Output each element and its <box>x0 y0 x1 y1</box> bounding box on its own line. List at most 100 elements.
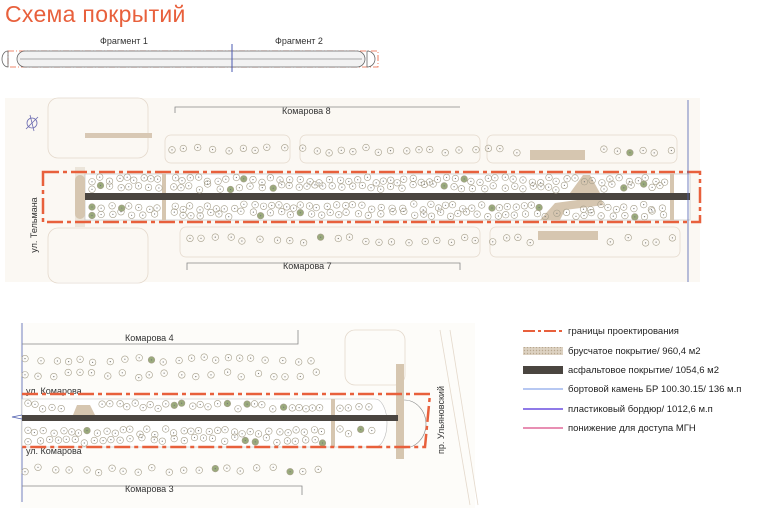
tree-center <box>33 431 36 434</box>
tree-icon <box>216 185 224 193</box>
tree-center <box>203 356 205 358</box>
tree-icon <box>126 425 134 433</box>
tree-center <box>637 180 640 182</box>
tree-icon <box>300 428 308 436</box>
tree-center <box>623 206 625 208</box>
tree-icon <box>170 429 178 437</box>
tree-center <box>662 214 665 216</box>
tree-center <box>582 208 585 210</box>
tree-icon <box>196 400 204 409</box>
tree-center <box>315 371 317 373</box>
tree-center <box>188 185 190 187</box>
tree-center <box>341 186 343 188</box>
tree-center <box>120 187 122 189</box>
tree-icon <box>409 174 417 182</box>
tree-center <box>651 210 653 212</box>
tree-icon <box>450 183 458 191</box>
tree-center <box>244 439 246 442</box>
line-icon <box>523 408 563 410</box>
tree-icon <box>207 208 215 217</box>
tree-icon <box>311 436 319 444</box>
tree-center <box>63 430 65 432</box>
tree-icon <box>128 211 136 219</box>
tree-center <box>609 178 611 180</box>
tree-icon <box>621 211 629 220</box>
tree-icon <box>580 178 589 186</box>
tree-icon <box>220 205 228 213</box>
tree-icon <box>283 437 292 445</box>
tree-center <box>548 186 550 188</box>
asphalt-path <box>22 415 398 421</box>
tree-center <box>182 147 184 150</box>
tree-icon <box>76 355 84 363</box>
tree-icon <box>260 202 268 210</box>
tree-center <box>540 182 542 184</box>
tree-center <box>289 179 291 181</box>
tree-center <box>98 472 100 474</box>
tree-center <box>555 189 557 191</box>
tree-icon <box>21 468 29 476</box>
tree-icon <box>178 177 186 185</box>
tree-center <box>555 180 557 182</box>
tree-center <box>57 439 60 441</box>
tree-center <box>119 403 121 405</box>
tree-icon <box>393 179 401 187</box>
tree-icon <box>246 182 254 190</box>
tree-center <box>240 210 242 212</box>
tree-center <box>91 206 93 208</box>
fragment-2-label[interactable]: Фрагмент 2 <box>275 36 323 46</box>
tree-center <box>316 150 318 152</box>
tree-center <box>34 403 36 405</box>
tree-center <box>504 176 506 178</box>
tree-center <box>263 205 265 207</box>
tree-icon <box>105 177 114 185</box>
tree-center <box>249 431 251 433</box>
tree-icon <box>572 212 580 220</box>
tree-icon <box>196 206 204 214</box>
tree-center <box>91 188 93 190</box>
tree-center <box>149 404 151 406</box>
tree-center <box>253 403 256 405</box>
tree-icon <box>74 429 83 437</box>
tree-center <box>55 469 57 471</box>
tree-center <box>337 237 339 240</box>
tree-icon <box>187 427 195 435</box>
tree-center <box>289 471 291 473</box>
tree-icon <box>175 356 183 365</box>
tree-icon <box>286 211 295 219</box>
tree-icon <box>545 173 553 182</box>
tree-center <box>254 149 256 151</box>
tree-center <box>320 236 322 238</box>
design-boundary <box>41 170 702 224</box>
tree-center <box>484 188 486 190</box>
tree-center <box>444 204 447 206</box>
tree-icon <box>354 176 362 184</box>
tree-center <box>259 238 261 240</box>
tree-center <box>642 149 644 152</box>
tree-center <box>544 215 546 218</box>
fragment-1-label[interactable]: Фрагмент 1 <box>100 36 148 46</box>
tree-icon <box>146 400 154 409</box>
tree-center <box>239 357 241 359</box>
tree-icon <box>235 184 243 192</box>
tree-center <box>211 437 214 439</box>
tree-icon <box>639 146 647 155</box>
tree-icon <box>168 146 176 154</box>
tree-icon <box>162 400 170 408</box>
tree-icon <box>552 177 560 185</box>
tree-icon <box>541 212 549 221</box>
tree-icon <box>136 430 144 438</box>
tree-center <box>109 185 111 187</box>
tree-center <box>191 357 193 359</box>
tree-center <box>225 178 227 180</box>
tree-icon <box>648 183 656 191</box>
tree-icon <box>399 204 407 212</box>
tree-icon <box>367 184 375 192</box>
tree-center <box>289 214 291 216</box>
tree-icon <box>170 208 178 216</box>
tree-icon <box>188 354 196 362</box>
tree-icon <box>281 373 289 381</box>
tree-icon <box>608 180 616 188</box>
tree-center <box>151 467 153 469</box>
tree-icon <box>214 426 222 434</box>
